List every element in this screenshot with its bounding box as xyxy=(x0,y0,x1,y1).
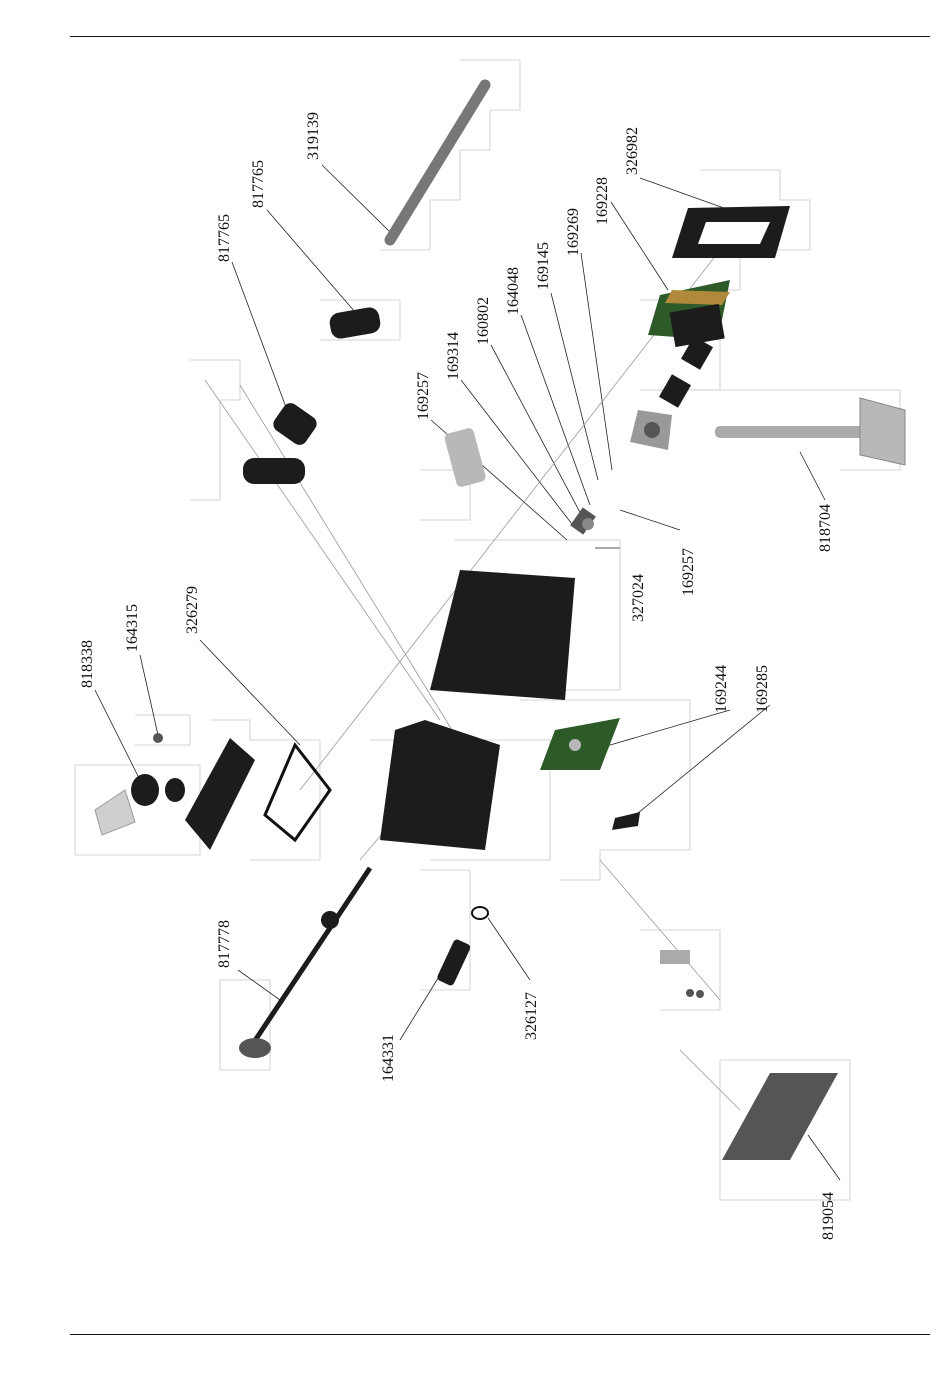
stud-327024 xyxy=(570,507,596,534)
lens-818338 xyxy=(95,774,185,835)
part-label-326982: 326982 xyxy=(624,127,641,175)
cable-817778 xyxy=(239,868,370,1058)
clip-169285 xyxy=(612,812,640,830)
pcb-169228 xyxy=(648,280,730,347)
part-label-327024: 327024 xyxy=(630,574,647,622)
pcb-169244 xyxy=(540,718,620,770)
frame-326982 xyxy=(672,206,790,258)
part-label-817765-b: 817765 xyxy=(216,214,233,262)
part-label-169285: 169285 xyxy=(754,665,771,713)
part-label-169257-b: 169257 xyxy=(680,548,697,596)
part-label-326127: 326127 xyxy=(523,992,540,1040)
part-label-169145: 169145 xyxy=(535,242,552,290)
part-label-819054: 819054 xyxy=(820,1192,837,1240)
plate-819054 xyxy=(722,1073,838,1160)
cover-plate xyxy=(185,738,255,850)
part-label-164315: 164315 xyxy=(124,604,141,652)
rod-319139 xyxy=(390,85,485,240)
cap-817765-a xyxy=(328,306,382,340)
part-label-326279: 326279 xyxy=(184,586,201,634)
part-label-169228: 169228 xyxy=(594,177,611,225)
part-label-169314: 169314 xyxy=(445,332,462,380)
part-label-164048: 164048 xyxy=(505,267,522,315)
housing-upper xyxy=(430,427,575,700)
part-label-817778: 817778 xyxy=(216,920,233,968)
housing-lower xyxy=(380,720,500,850)
part-label-160802: 160802 xyxy=(475,297,492,345)
part-label-818338: 818338 xyxy=(79,640,96,688)
sleeves-169269 xyxy=(659,336,713,408)
part-label-169244: 169244 xyxy=(713,665,730,713)
bracket-818704 xyxy=(715,398,905,465)
part-label-169257-a: 169257 xyxy=(415,372,432,420)
cap-817765-b xyxy=(243,400,320,484)
part-label-818704: 818704 xyxy=(817,504,834,552)
nut-164315 xyxy=(153,733,163,743)
part-label-817765-a: 817765 xyxy=(250,160,267,208)
plate-flange xyxy=(630,410,672,450)
part-label-169269: 169269 xyxy=(565,208,582,256)
switch-164331 xyxy=(436,907,488,987)
part-label-319139: 319139 xyxy=(305,112,322,160)
part-label-164331: 164331 xyxy=(380,1034,397,1082)
